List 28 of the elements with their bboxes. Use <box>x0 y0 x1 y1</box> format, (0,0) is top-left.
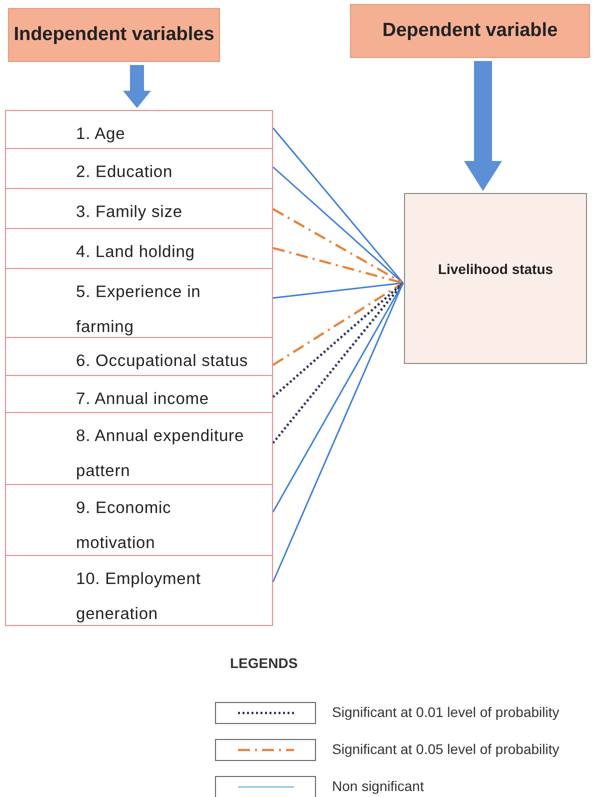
variable-cell: 3. Family size <box>5 188 273 229</box>
variable-cell: 1. Age <box>5 110 273 149</box>
variable-cell: 2. Education <box>5 148 273 189</box>
legend-text: Significant at 0.05 level of probability <box>332 741 560 757</box>
block-arrow <box>123 65 151 108</box>
connector-line <box>272 128 404 284</box>
connector-line <box>272 282 404 444</box>
connector-line <box>272 282 404 582</box>
connector-line <box>272 208 404 284</box>
legend-text: Significant at 0.01 level of probability <box>332 704 560 720</box>
connector-line <box>272 282 404 299</box>
connector-line <box>272 282 404 366</box>
variable-heading: Dependent variable <box>350 4 590 58</box>
block-arrow <box>464 61 502 191</box>
variable-cell: 5. Experience in farming <box>5 268 273 338</box>
variable-cell: 6. Occupational status <box>5 337 273 376</box>
variable-cell: 10. Employment generation <box>5 555 273 626</box>
variable-cell: 9. Economic motivation <box>5 484 273 556</box>
connector-line <box>272 282 404 512</box>
connector-line <box>272 282 404 398</box>
variable-heading: Independent variables <box>8 8 220 62</box>
legend-title: LEGENDS <box>230 655 298 671</box>
legend-text: Non significant <box>332 778 424 794</box>
variable-cell: 4. Land holding <box>5 228 273 269</box>
connector-line <box>272 246 404 284</box>
variable-cell: 7. Annual income <box>5 375 273 413</box>
variable-cell: 8. Annual expenditure pattern <box>5 412 273 485</box>
outcome-box: Livelihood status <box>404 193 587 364</box>
